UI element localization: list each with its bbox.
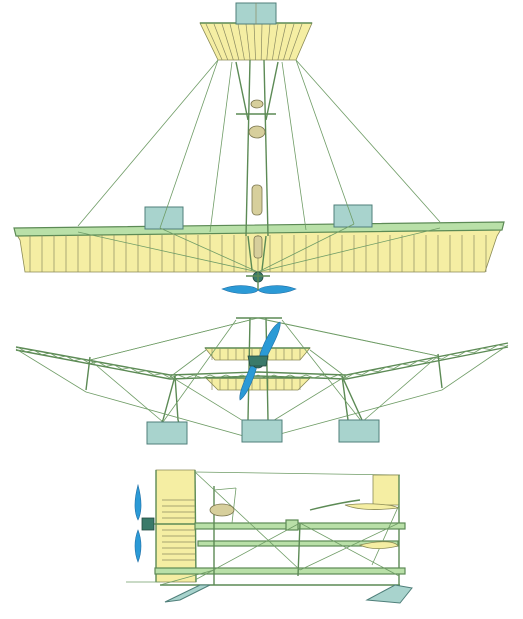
side-wires bbox=[159, 471, 400, 586]
front-upper-cell bbox=[204, 347, 311, 391]
plan-bracing-wires bbox=[77, 59, 441, 273]
plan-view bbox=[13, 2, 505, 294]
side-float-rear bbox=[365, 584, 413, 604]
plan-float-right bbox=[333, 204, 373, 228]
front-view bbox=[15, 317, 509, 445]
front-float-right bbox=[338, 419, 380, 443]
plan-tail-surface bbox=[199, 2, 313, 61]
plan-float-left bbox=[144, 206, 184, 230]
front-main-wing bbox=[15, 342, 509, 380]
front-propeller-icon bbox=[239, 321, 281, 401]
front-float-left bbox=[146, 421, 188, 445]
plan-fuselage bbox=[235, 59, 279, 271]
side-float-front bbox=[164, 584, 211, 603]
plan-propeller-icon bbox=[221, 271, 297, 294]
side-view bbox=[126, 469, 413, 604]
side-longerons bbox=[154, 486, 406, 586]
side-front-cell bbox=[155, 469, 401, 583]
front-float-center bbox=[241, 419, 283, 443]
side-propeller-icon bbox=[126, 483, 195, 583]
plan-engine-icon bbox=[248, 125, 266, 139]
side-engine-icon bbox=[209, 503, 235, 517]
